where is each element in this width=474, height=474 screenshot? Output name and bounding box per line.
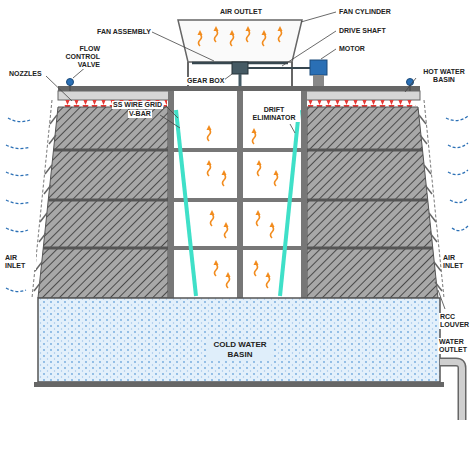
nozzles-label: NOZZLES xyxy=(8,70,43,78)
drive-shaft-label: DRIVE SHAFT xyxy=(338,27,387,35)
valve-label: FLOW CONTROL VALVE xyxy=(44,45,101,69)
hot-water-basin-label: HOT WATER BASIN xyxy=(418,68,470,84)
gear-box-label: GEAR BOX xyxy=(186,77,225,85)
motor-label: MOTOR xyxy=(338,45,366,53)
air-inlet-label: AIR INLET xyxy=(4,254,36,270)
fan-assembly-label: FAN ASSEMBLY xyxy=(70,28,152,36)
air-inlet-label: AIR INLET xyxy=(442,254,472,270)
basin-label: COLD WATER BASIN xyxy=(206,339,274,361)
drift-eliminator-label: DRIFT ELIMINATOR xyxy=(248,106,300,122)
louver-label: RCC LOUVER xyxy=(439,313,472,329)
basin-band: COLD WATER BASIN xyxy=(180,330,300,370)
wire-grid-label: SS WIRE GRID xyxy=(112,101,163,109)
air-outlet-label: AIR OUTLET xyxy=(200,8,282,16)
water-outlet-label: WATER OUTLET xyxy=(438,338,472,354)
v-bar-label: V-BAR xyxy=(128,110,152,118)
fan-cylinder-label: FAN CYLINDER xyxy=(338,8,392,16)
